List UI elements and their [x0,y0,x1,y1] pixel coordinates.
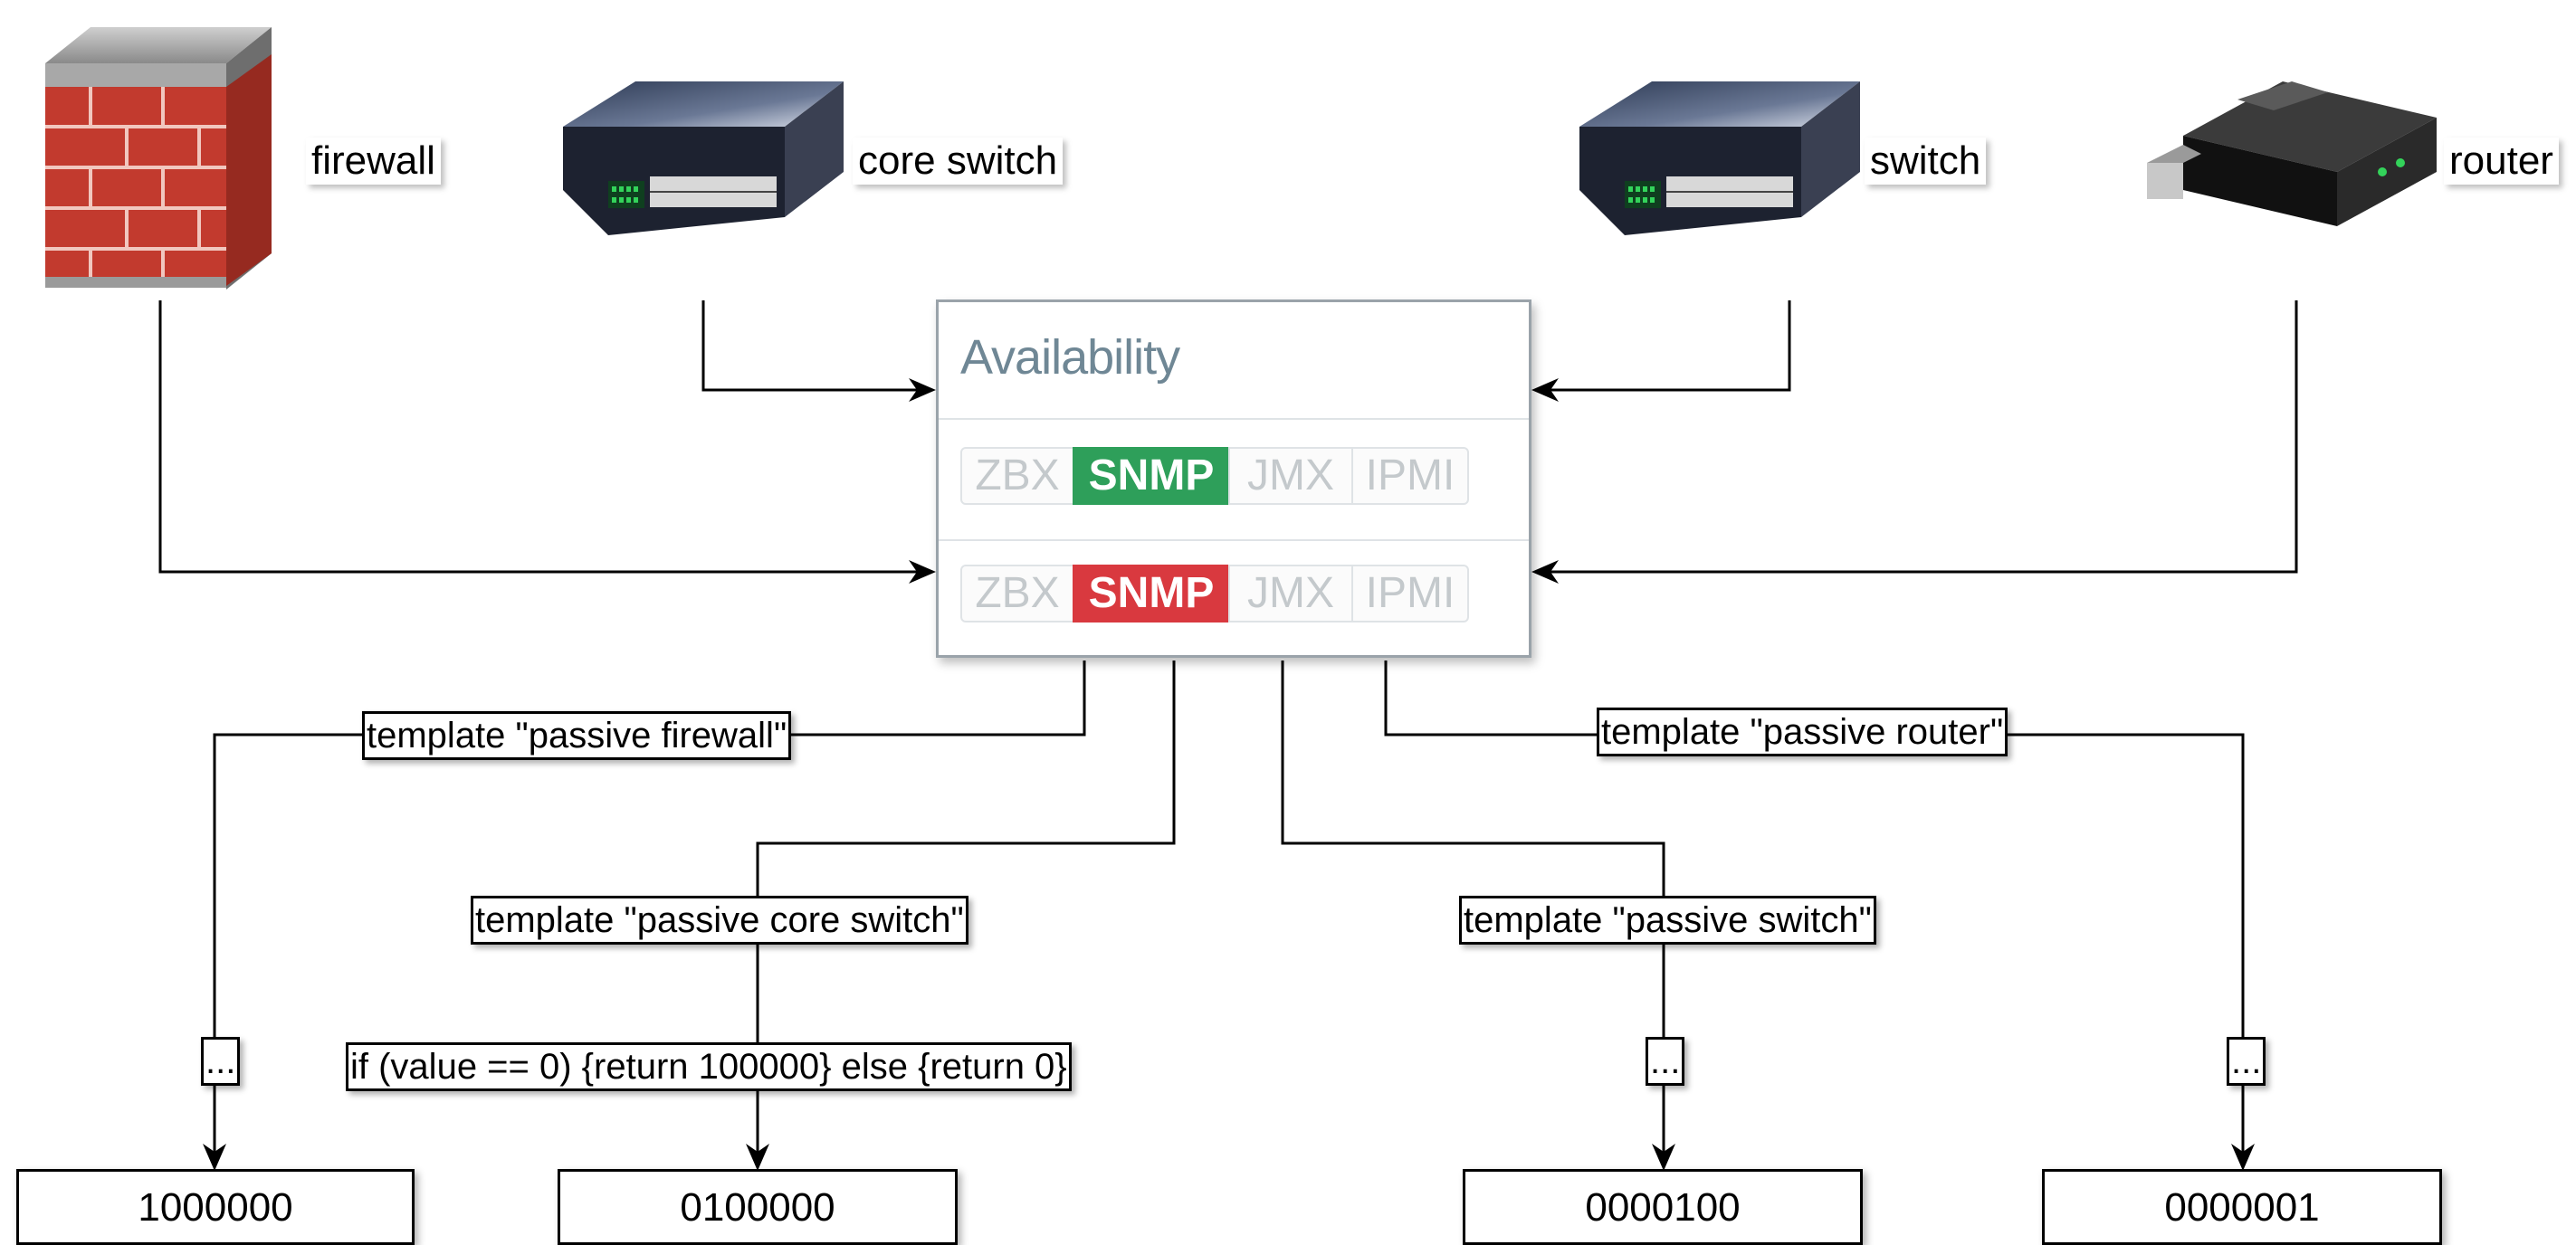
preprocessing-core-switch-label: if (value == 0) {return 100000} else {re… [346,1042,1072,1091]
badge-jmx: JMX [1228,447,1353,505]
switch-label: switch [1865,138,1987,185]
availability-title: Availability [960,330,1180,385]
panel-divider [939,418,1529,420]
result-core-switch: 0100000 [558,1169,958,1245]
result-router: 0000001 [2042,1169,2442,1245]
result-switch: 0000100 [1463,1169,1863,1245]
core-switch-icon [563,81,844,235]
availability-row-error: ZBX SNMP JMX IPMI [960,565,1469,622]
core-switch-label: core switch [853,138,1064,185]
badge-snmp-error: SNMP [1073,565,1230,622]
badge-ipmi: IPMI [1351,447,1469,505]
template-passive-router-label: template "passive router" [1597,708,2008,756]
switch-icon [1579,81,1860,235]
panel-divider [939,539,1529,541]
badge-zbx: ZBX [960,447,1074,505]
edge-core-switch-to-availability [701,300,936,402]
badge-jmx: JMX [1228,565,1353,622]
availability-row-ok: ZBX SNMP JMX IPMI [960,447,1469,505]
firewall-label: firewall [306,138,441,185]
badge-zbx: ZBX [960,565,1074,622]
template-passive-firewall-label: template "passive firewall" [362,711,792,760]
edge-router-to-availability [1531,300,2298,584]
edge-firewall-to-availability [158,300,936,584]
edge-to-switch-result [1281,661,1675,1171]
availability-panel: Availability ZBX SNMP JMX IPMI ZBX SNMP … [936,299,1531,658]
router-icon [2147,81,2437,226]
preprocessing-switch-label: ... [1646,1037,1685,1086]
preprocessing-router-label: ... [2227,1037,2266,1086]
template-passive-switch-label: template "passive switch" [1459,896,1876,945]
preprocessing-firewall-label: ... [201,1037,241,1086]
edge-switch-to-availability [1531,300,1791,402]
firewall-icon [45,27,272,290]
badge-snmp-ok: SNMP [1073,447,1230,505]
edge-to-core-switch-result [746,661,1176,1171]
result-firewall: 1000000 [16,1169,415,1245]
router-label: router [2444,138,2559,185]
template-passive-core-switch-label: template "passive core switch" [471,896,968,945]
badge-ipmi: IPMI [1351,565,1469,622]
